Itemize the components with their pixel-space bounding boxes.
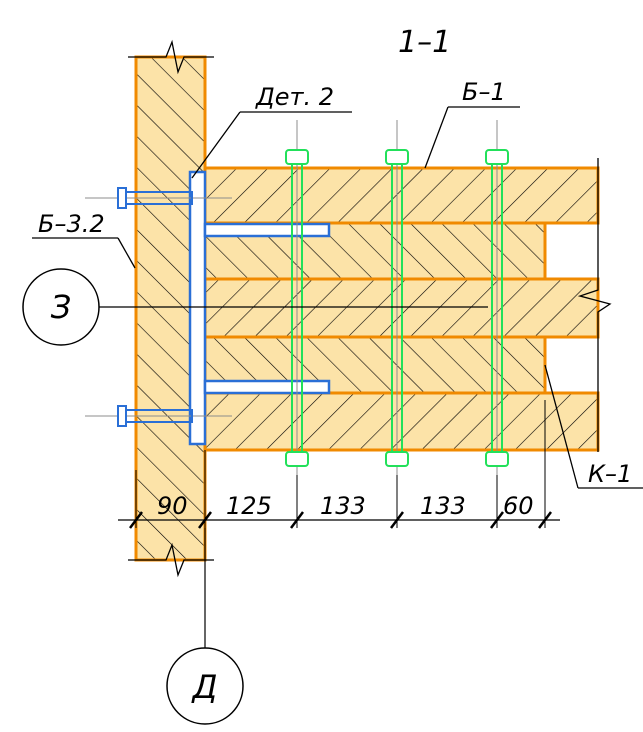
dim-133-a: 133 <box>320 492 366 520</box>
steel-connector <box>85 170 331 446</box>
vertical-bolts <box>285 120 509 492</box>
axis-d-label: Д <box>191 668 218 706</box>
detail-label: Дет. 2 <box>255 83 334 111</box>
axis-marker-z: З <box>22 268 488 346</box>
leader-k1: К–1 <box>544 364 643 489</box>
bolt-3 <box>485 120 509 492</box>
dim-60: 60 <box>503 492 534 520</box>
dim-90: 90 <box>157 492 188 520</box>
section-title: 1–1 <box>398 25 451 60</box>
dimension-line: 90 125 133 133 60 <box>118 400 560 529</box>
column-label: Б–3.2 <box>38 210 105 238</box>
dim-125: 125 <box>226 492 272 520</box>
bracket-label: К–1 <box>588 460 632 488</box>
bolt-2 <box>385 120 409 492</box>
axis-z-label: З <box>51 288 72 326</box>
beam-stack-b1 <box>203 158 612 452</box>
leader-b1: Б–1 <box>424 78 520 169</box>
bolt-1 <box>285 120 309 492</box>
dim-133-b: 133 <box>420 492 466 520</box>
axis-marker-d: Д <box>166 528 244 725</box>
leader-b32: Б–3.2 <box>32 210 136 269</box>
beam-label: Б–1 <box>462 78 506 106</box>
leader-detail2: Дет. 2 <box>191 83 352 179</box>
